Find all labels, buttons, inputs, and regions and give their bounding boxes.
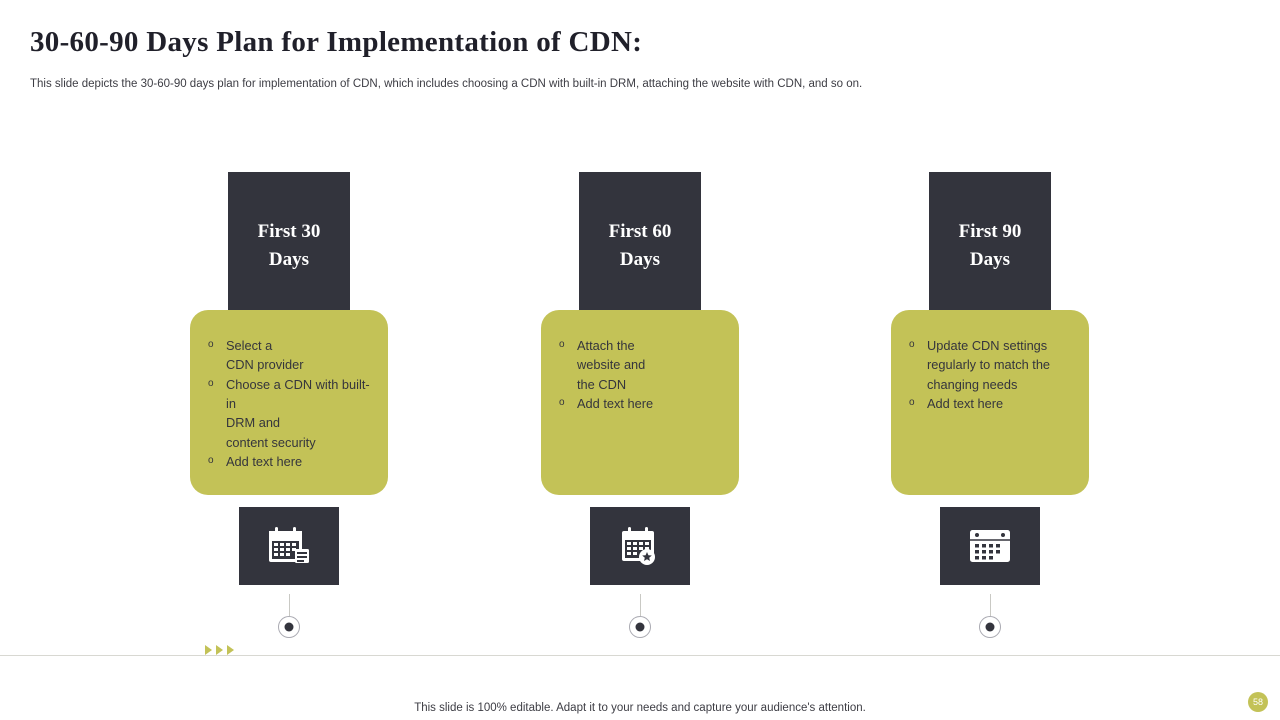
timeline-arrows-icon — [205, 645, 234, 655]
list-item: o Add text here — [559, 394, 721, 413]
column-body-card: o Update CDN settings regularly to match … — [891, 310, 1089, 495]
page-title: 30-60-90 Days Plan for Implementation of… — [30, 26, 643, 58]
calendar-grid-icon — [970, 530, 1010, 562]
bullet-marker-icon: o — [559, 396, 565, 408]
timeline-node-1[interactable] — [278, 616, 300, 638]
footer-note: This slide is 100% editable. Adapt it to… — [414, 702, 866, 714]
bullet-text: Add text here — [577, 395, 654, 411]
column-header-block: First 30 Days — [228, 172, 350, 320]
list-item: o Add text here — [208, 452, 370, 471]
bullet-text: Select a CDN provider — [226, 338, 304, 373]
list-item: o Update CDN settings regularly to match … — [909, 336, 1071, 394]
bullet-marker-icon: o — [909, 396, 915, 408]
bullet-marker-icon: o — [208, 454, 214, 466]
timeline-node-3[interactable] — [979, 616, 1001, 638]
column-icon-block — [239, 507, 339, 585]
bullet-text: Attach the website and the CDN — [577, 338, 646, 392]
bullet-list: o Update CDN settings regularly to match … — [909, 336, 1071, 413]
column-icon-block — [940, 507, 1040, 585]
timeline-node-2[interactable] — [629, 616, 651, 638]
timeline-stem — [289, 594, 290, 616]
column-icon-block — [590, 507, 690, 585]
bullet-text: Choose a CDN with built-in DRM and conte… — [226, 376, 370, 450]
arrow-icon — [216, 645, 223, 655]
bullet-text: Add text here — [927, 395, 1004, 411]
timeline-axis — [0, 655, 1280, 656]
bullet-marker-icon: o — [208, 339, 214, 350]
calendar-star-icon — [622, 527, 655, 565]
list-item: o Add text here — [909, 394, 1071, 413]
bullet-text: Update CDN settings regularly to match t… — [927, 338, 1051, 392]
page-number-badge: 58 — [1248, 692, 1268, 712]
bullet-text: Add text here — [226, 453, 303, 469]
column-header-block: First 60 Days — [579, 172, 701, 320]
list-item: o Attach the website and the CDN — [559, 336, 721, 394]
column-header-block: First 90 Days — [929, 172, 1051, 320]
bullet-marker-icon: o — [208, 377, 214, 389]
arrow-icon — [205, 645, 212, 655]
timeline-stem — [640, 594, 641, 616]
list-item: o Select a CDN provider — [208, 336, 370, 375]
arrow-icon — [227, 645, 234, 655]
column-header-label: First 60 Days — [608, 221, 672, 270]
bullet-marker-icon: o — [559, 339, 565, 350]
column-header-label: First 30 Days — [257, 221, 321, 270]
calendar-icon — [269, 527, 309, 563]
page-subtitle: This slide depicts the 30-60-90 days pla… — [30, 78, 863, 90]
list-item: o Choose a CDN with built-in DRM and cont… — [208, 375, 370, 452]
column-header-label: First 90 Days — [958, 221, 1022, 270]
timeline-stem — [990, 594, 991, 616]
bullet-marker-icon: o — [909, 339, 915, 350]
